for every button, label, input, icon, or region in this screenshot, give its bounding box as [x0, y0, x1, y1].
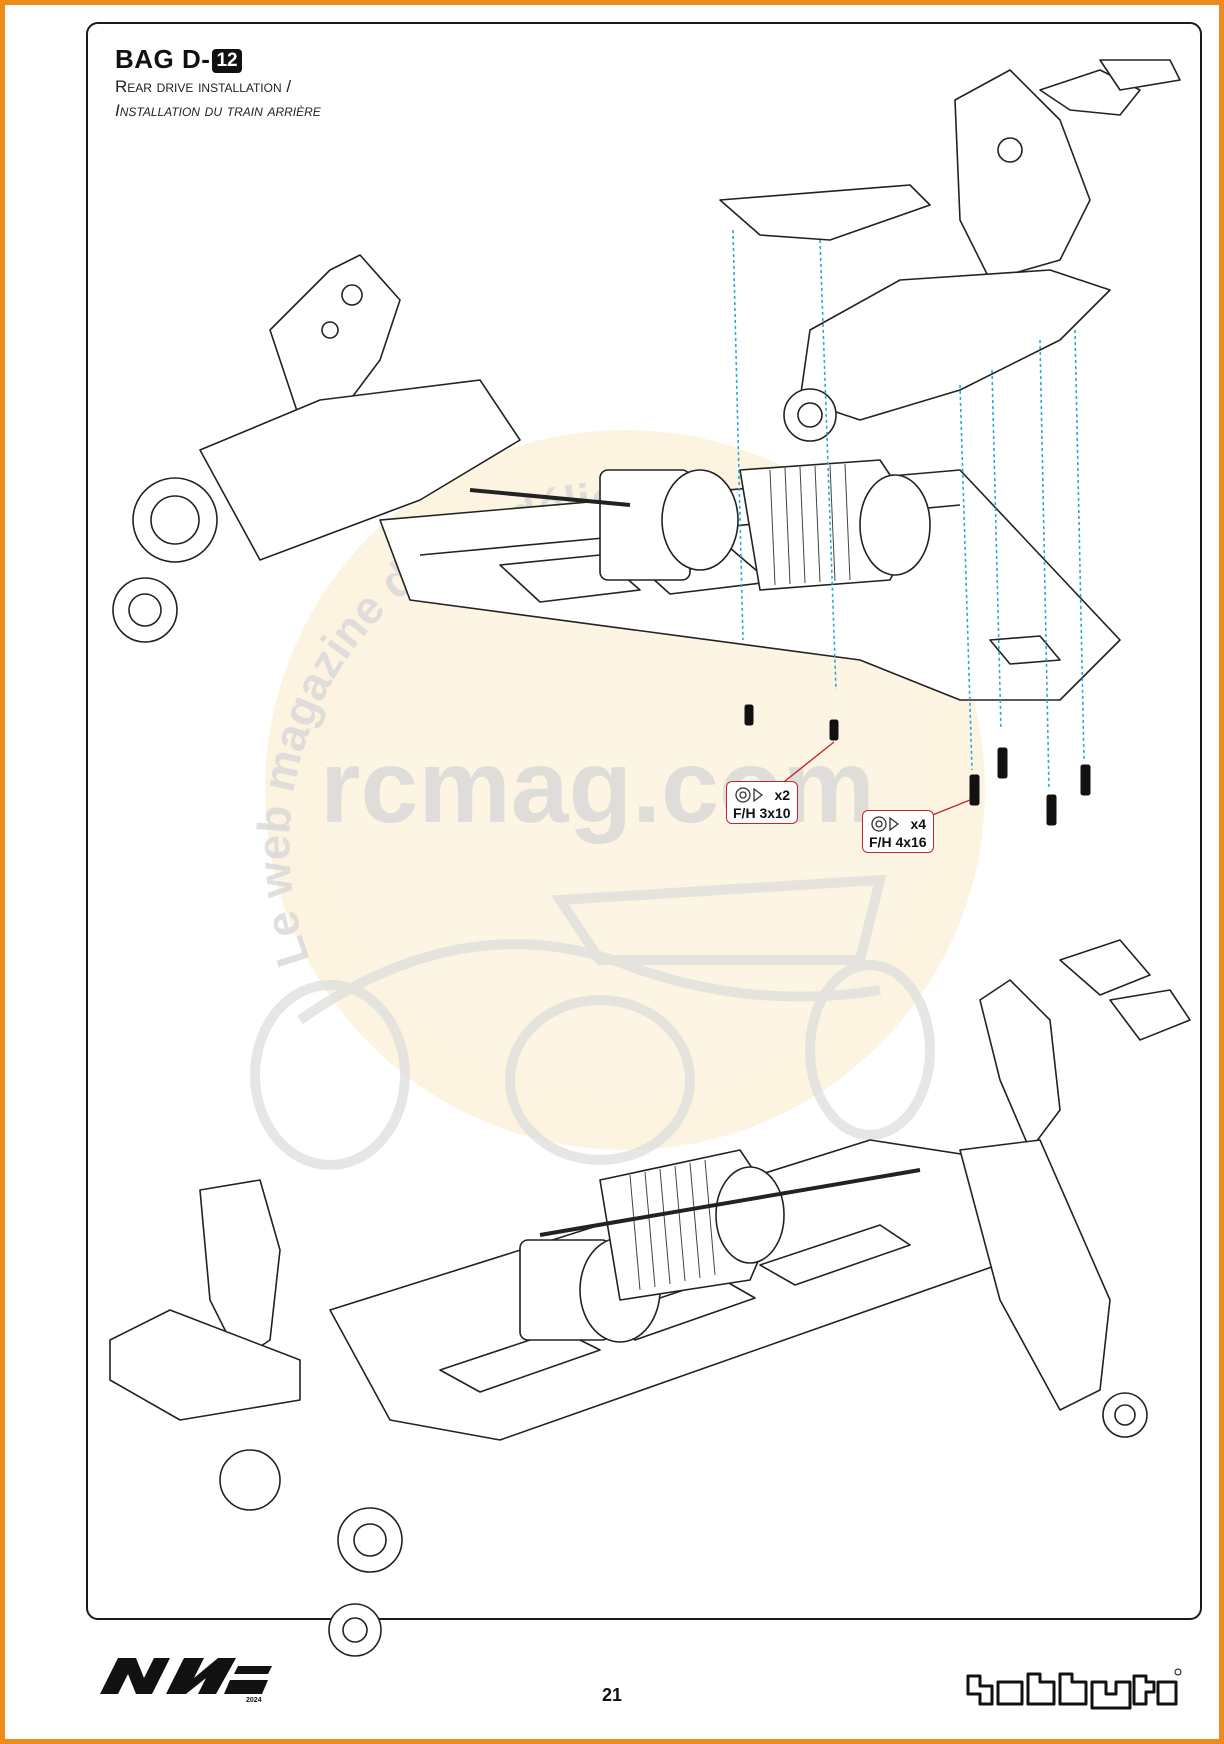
- page-header: BAG D-12 Rear drive installation / Insta…: [115, 44, 321, 123]
- chassis-upper: [112, 59, 1181, 701]
- nxt-spirit-logo: 2024: [96, 1650, 276, 1709]
- screws-upper: [744, 704, 1091, 826]
- hardware-callout-4x16: x4 F/H 4x16: [862, 810, 934, 853]
- screw-washer-icon: [870, 816, 899, 832]
- subtitle-french: Installation du train arrière: [115, 101, 321, 120]
- alignment-guides: [732, 229, 1085, 791]
- page-number: 21: [601, 1685, 623, 1705]
- hardware-qty: x2: [774, 787, 791, 803]
- bag-number-badge: 12: [212, 49, 242, 73]
- hardware-size: F/H 4x16: [869, 834, 927, 850]
- hobbytech-logo-graphic: [966, 1668, 1182, 1710]
- nxt-logo-graphic: 2024: [100, 1658, 272, 1704]
- svg-text:2024: 2024: [246, 1697, 262, 1704]
- subtitle-english: Rear drive installation /: [115, 77, 292, 96]
- hardware-qty: x4: [910, 816, 927, 832]
- bag-label: BAG D-: [115, 44, 211, 74]
- hardware-callout-3x10: x2 F/H 3x10: [726, 781, 798, 824]
- screw-washer-icon: [734, 787, 763, 803]
- chassis-lower: [109, 939, 1191, 1657]
- hardware-size: F/H 3x10: [733, 805, 791, 821]
- bag-title: BAG D-12: [115, 44, 321, 75]
- hobbytech-logo: [962, 1668, 1182, 1715]
